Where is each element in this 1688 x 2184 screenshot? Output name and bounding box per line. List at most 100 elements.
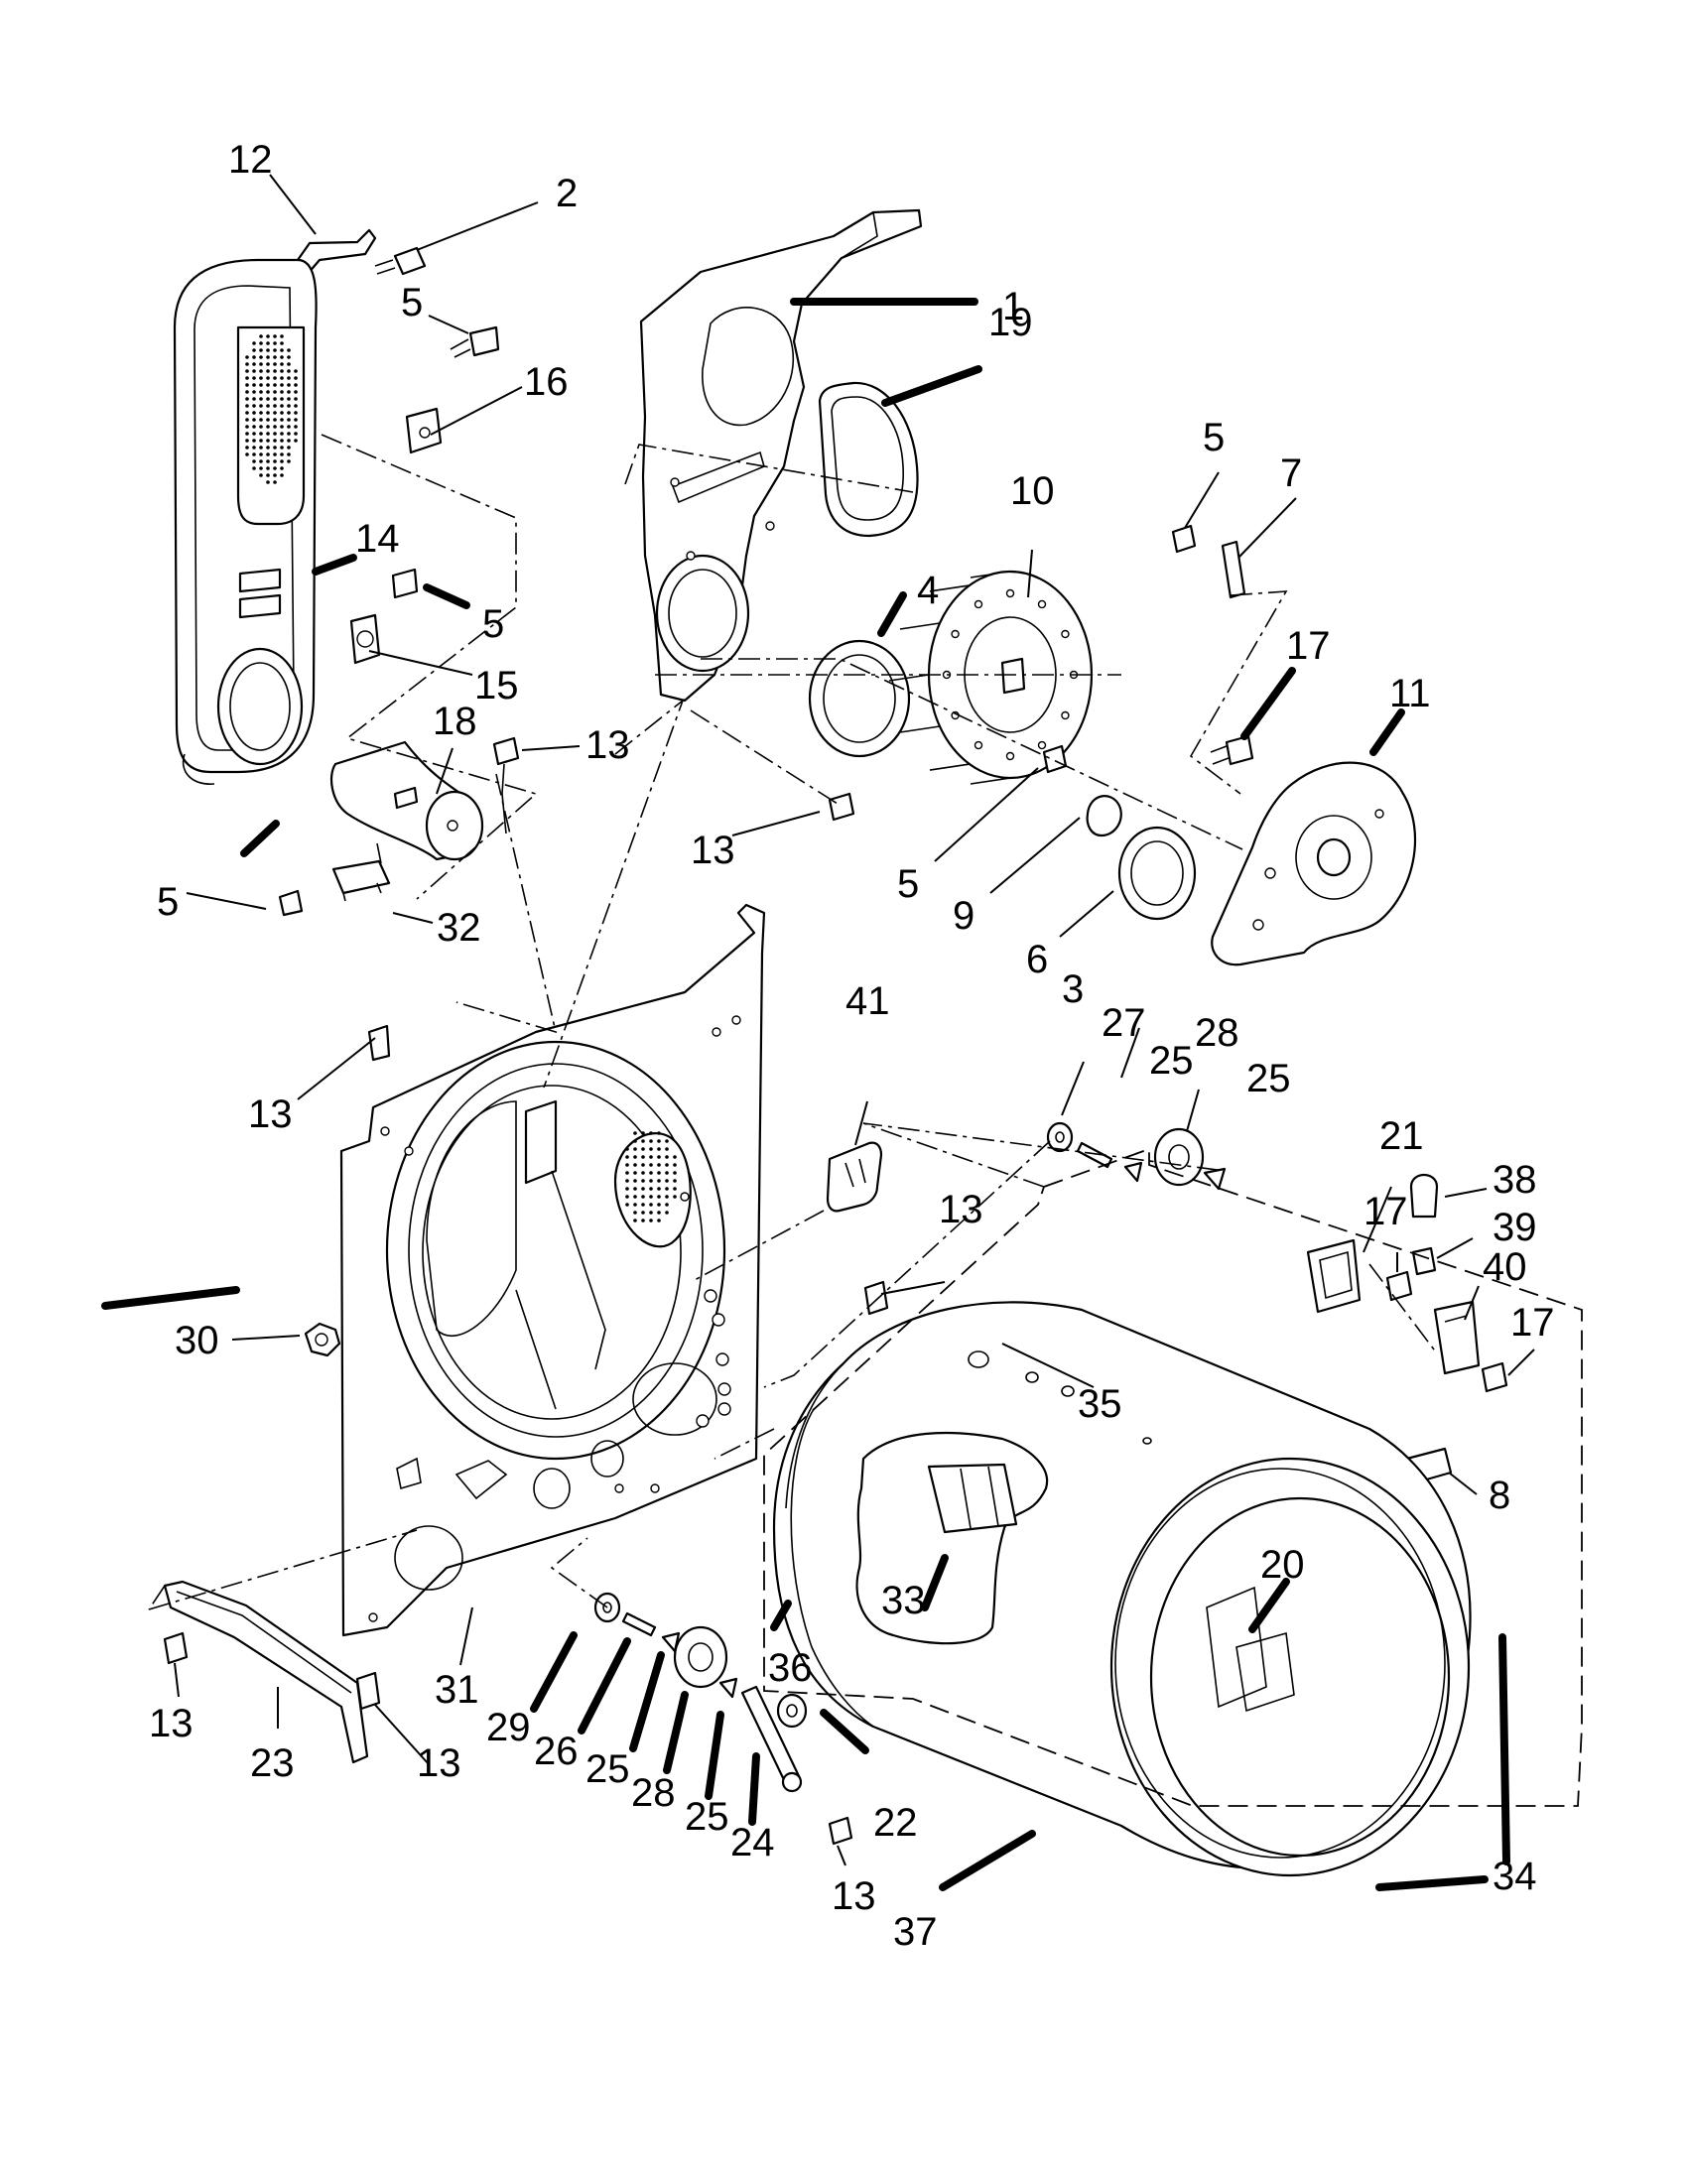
wheel-hole bbox=[1037, 599, 1047, 609]
perforation-hole bbox=[266, 459, 270, 463]
perforation-hole bbox=[294, 383, 298, 387]
perforation-hole bbox=[280, 473, 284, 477]
guide-lines bbox=[148, 434, 1583, 1807]
callout-25-a: 25 bbox=[1149, 1039, 1194, 1083]
perforation-hole bbox=[625, 1163, 629, 1167]
perforation-hole bbox=[649, 1179, 653, 1183]
perforation-hole bbox=[273, 480, 277, 484]
perforation-hole bbox=[287, 348, 291, 352]
perforation-hole bbox=[266, 390, 270, 394]
perforation-hole bbox=[633, 1211, 637, 1215]
perforation-hole bbox=[266, 341, 270, 345]
callout-13-center: 13 bbox=[939, 1188, 983, 1231]
perforation-hole bbox=[633, 1203, 637, 1207]
perforation-hole bbox=[280, 390, 284, 394]
perforation-hole bbox=[266, 439, 270, 443]
perforation-hole bbox=[287, 369, 291, 373]
perforation-hole bbox=[294, 425, 298, 429]
perforation-hole bbox=[287, 411, 291, 415]
perforation-hole bbox=[280, 369, 284, 373]
part-27-shaft bbox=[1076, 1141, 1113, 1169]
perforation-hole bbox=[641, 1139, 645, 1143]
perforation-hole bbox=[259, 411, 263, 415]
perforation-hole bbox=[259, 341, 263, 345]
perforation-hole bbox=[273, 418, 277, 422]
callout-12: 12 bbox=[228, 138, 273, 182]
callout-13-left: 13 bbox=[248, 1092, 293, 1136]
perforation-hole bbox=[657, 1219, 661, 1222]
perforation-hole bbox=[280, 376, 284, 380]
perforation-hole bbox=[259, 439, 263, 443]
perforation-hole bbox=[252, 459, 256, 463]
perforation-hole bbox=[641, 1195, 645, 1199]
perforation-hole bbox=[266, 425, 270, 429]
callout-17-upper: 17 bbox=[1286, 624, 1331, 668]
callout-14: 14 bbox=[355, 517, 400, 561]
perforation-hole bbox=[649, 1155, 653, 1159]
perforation-hole bbox=[633, 1179, 637, 1183]
perforation-hole bbox=[665, 1211, 669, 1215]
perforation-hole bbox=[245, 362, 249, 366]
part-3-washer bbox=[1046, 1121, 1074, 1153]
perforation-hole bbox=[657, 1155, 661, 1159]
part-15-thermostat bbox=[349, 613, 381, 665]
perforation-hole bbox=[266, 418, 270, 422]
perforation-hole bbox=[665, 1195, 669, 1199]
part-13-screw-d bbox=[863, 1280, 889, 1316]
perforation-hole bbox=[252, 341, 256, 345]
part-5-screw-a bbox=[450, 325, 500, 358]
perforation-hole bbox=[673, 1187, 677, 1191]
perforation-hole bbox=[649, 1147, 653, 1151]
perforation-hole bbox=[266, 446, 270, 450]
callout-29: 29 bbox=[486, 1706, 531, 1749]
callout-13-bottom-mid: 13 bbox=[417, 1741, 461, 1785]
perforation-hole bbox=[273, 404, 277, 408]
wheel-hole bbox=[1061, 710, 1070, 720]
part-4-seal bbox=[808, 639, 911, 758]
part-24-roller-shaft bbox=[740, 1685, 803, 1793]
wheel-hole bbox=[1037, 740, 1047, 750]
part-31-bulkhead bbox=[339, 903, 766, 1637]
blower-fin bbox=[899, 725, 941, 733]
callout-5-right: 5 bbox=[1203, 416, 1225, 459]
callout-22: 22 bbox=[873, 1801, 918, 1845]
perforation-hole bbox=[245, 397, 249, 401]
perforation-hole bbox=[657, 1195, 661, 1199]
blower-fin bbox=[929, 763, 971, 771]
perforation-hole bbox=[273, 334, 277, 338]
perforation-hole bbox=[266, 362, 270, 366]
part-13-screw-e bbox=[163, 1631, 189, 1665]
perforation-hole bbox=[252, 348, 256, 352]
perforation-hole bbox=[252, 355, 256, 359]
perforation-hole bbox=[657, 1187, 661, 1191]
perforation-hole bbox=[273, 452, 277, 456]
perforation-hole bbox=[273, 376, 277, 380]
part-5-screw-d bbox=[1171, 524, 1197, 554]
perforation-hole bbox=[287, 397, 291, 401]
callout-15: 15 bbox=[474, 664, 519, 707]
callout-27: 27 bbox=[1102, 1001, 1146, 1045]
perforation-hole bbox=[657, 1211, 661, 1215]
perforation-hole bbox=[625, 1155, 629, 1159]
perforation-hole bbox=[273, 390, 277, 394]
perforation-hole bbox=[287, 376, 291, 380]
perforation-hole bbox=[259, 397, 263, 401]
perforation-hole bbox=[665, 1163, 669, 1167]
perforation-hole bbox=[673, 1195, 677, 1199]
perforation-hole bbox=[657, 1163, 661, 1167]
perforation-hole bbox=[266, 355, 270, 359]
perforation-hole bbox=[252, 411, 256, 415]
part-26-shaft bbox=[621, 1611, 657, 1637]
perforation-hole bbox=[245, 446, 249, 450]
part-2-screw bbox=[374, 246, 427, 276]
callout-3: 3 bbox=[1062, 967, 1084, 1011]
part-31-mesh bbox=[625, 1131, 677, 1222]
blower-fin bbox=[970, 777, 1011, 785]
perforation-hole bbox=[245, 439, 249, 443]
perforation-hole bbox=[252, 432, 256, 436]
perforation-hole bbox=[245, 432, 249, 436]
perforation-hole bbox=[252, 383, 256, 387]
perforation-hole bbox=[266, 452, 270, 456]
callout-28-b: 28 bbox=[631, 1771, 676, 1815]
part-7-clip bbox=[1221, 540, 1246, 599]
